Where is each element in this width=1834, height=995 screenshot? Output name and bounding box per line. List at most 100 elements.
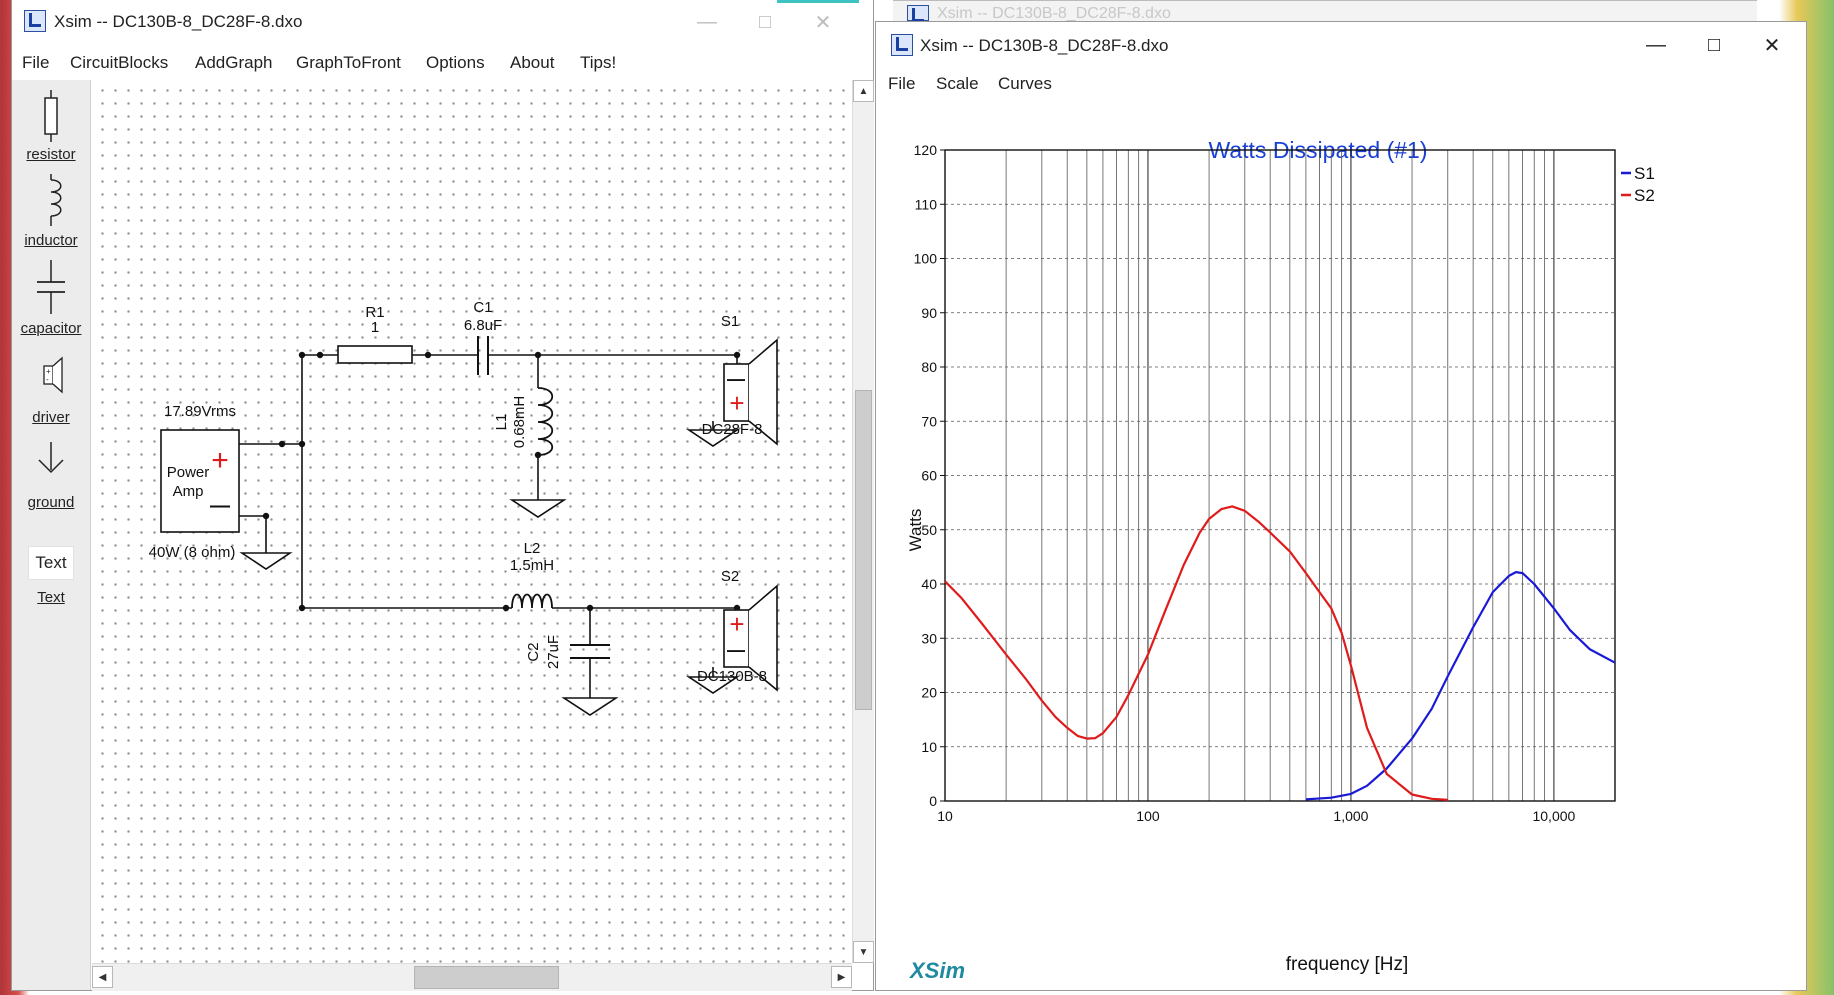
graph-menubar: File Scale Curves	[876, 68, 1806, 98]
amp-plus: +	[211, 444, 229, 477]
l1-inductor	[537, 387, 554, 456]
menu-circuitblocks[interactable]: CircuitBlocks	[70, 53, 169, 72]
close-icon[interactable]: ✕	[814, 11, 832, 34]
scroll-up-icon[interactable]: ▲	[853, 80, 874, 102]
svg-text:+: +	[46, 367, 51, 376]
menu-addgraph[interactable]: AddGraph	[195, 53, 273, 72]
s1-driver: DC28F-8	[702, 421, 763, 438]
x-tick-label: 1,000	[1333, 808, 1368, 824]
series-lines	[944, 505, 1616, 801]
amp-voltage: 17.89Vrms	[164, 403, 236, 420]
graph-window-title: Xsim -- DC130B-8_DC28F-8.dxo	[920, 36, 1169, 55]
graph-menu-curves[interactable]: Curves	[998, 74, 1052, 93]
menu-options[interactable]: Options	[426, 53, 485, 72]
ground-icon	[38, 442, 64, 474]
x-tick-label: 100	[1136, 808, 1160, 824]
y-tick-label: 100	[914, 251, 938, 267]
menu-graphtofront[interactable]: GraphToFront	[296, 53, 401, 72]
c2-value: 27uF	[545, 635, 562, 669]
graph-minimize-icon[interactable]: —	[1646, 33, 1666, 56]
tool-inductor[interactable]	[12, 174, 90, 233]
tool-resistor[interactable]	[12, 88, 90, 149]
graph-maximize-icon[interactable]: □	[1707, 33, 1721, 56]
scroll-left-icon[interactable]: ◀	[92, 966, 113, 988]
c1-name: C1	[473, 299, 492, 316]
watts-dissipated-chart: Watts Dissipated (#1) 010203040506070809…	[906, 137, 1655, 983]
schematic-canvas[interactable]: R1 1 C1 6.8uF L1 0.68mH — + S1 DC28F-8 +…	[92, 80, 852, 963]
tool-ground[interactable]	[12, 440, 90, 487]
schematic-horizontal-scrollbar[interactable]: ◀ ▶	[92, 963, 852, 991]
amp-label-2: Amp	[173, 483, 204, 500]
s1-minus: —	[727, 369, 745, 389]
y-tick-label: 110	[915, 196, 938, 212]
amp-label-1: Power	[167, 464, 210, 481]
x-tick-label: 10	[937, 808, 953, 824]
background-graph-window[interactable]: Xsim -- DC130B-8_DC28F-8.dxo	[893, 0, 1757, 23]
graph-titlebar[interactable]: Xsim -- DC130B-8_DC28F-8.dxo — □ ✕	[876, 22, 1806, 66]
schematic-titlebar[interactable]: Xsim -- DC130B-8_DC28F-8.dxo — □ ✕	[12, 0, 873, 44]
xsim-app-icon-back	[907, 5, 929, 22]
text-tool-button[interactable]: Text	[28, 546, 74, 580]
graph-window: Xsim -- DC130B-8_DC28F-8.dxo — □ ✕ File …	[876, 22, 1806, 990]
schematic-menubar: File CircuitBlocks AddGraph GraphToFront…	[12, 47, 873, 77]
graph-close-icon[interactable]: ✕	[1763, 34, 1781, 57]
tool-resistor-label[interactable]: resistor	[26, 146, 76, 163]
y-tick-label: 90	[921, 305, 937, 321]
x-tick-label: 10,000	[1532, 808, 1575, 824]
l2-value: 1.5mH	[510, 557, 554, 574]
series-line-s2	[944, 505, 1448, 801]
graph-menu-file[interactable]: File	[888, 74, 916, 93]
s1-speaker-cone	[748, 338, 778, 446]
s2-ground-symbol	[686, 676, 740, 694]
tool-ground-label[interactable]: ground	[27, 494, 75, 511]
tool-capacitor-label[interactable]: capacitor	[20, 320, 82, 337]
schematic-window: Xsim -- DC130B-8_DC28F-8.dxo — □ ✕ File …	[12, 0, 874, 991]
menu-tips[interactable]: Tips!	[580, 53, 617, 72]
c2-name: C2	[525, 642, 542, 661]
tool-driver-label[interactable]: driver	[32, 409, 70, 426]
background-window-title: Xsim -- DC130B-8_DC28F-8.dxo	[937, 5, 1171, 22]
c2-ground-symbol	[561, 697, 619, 716]
scroll-right-icon[interactable]: ▶	[831, 966, 852, 988]
l2-inductor	[511, 593, 553, 609]
xsim-graph-app-icon	[891, 34, 913, 56]
xsim-app-icon	[24, 10, 46, 32]
r1-name: R1	[365, 304, 384, 321]
l1-name: L1	[493, 414, 510, 431]
schematic-vertical-scrollbar[interactable]: ▲ ▼	[852, 80, 874, 963]
window-edge-accent	[777, 0, 859, 3]
scroll-down-icon[interactable]: ▼	[853, 941, 874, 963]
y-tick-label: 50	[921, 522, 937, 538]
s2-driver: DC130B-8	[697, 668, 767, 685]
tool-capacitor[interactable]	[12, 260, 90, 321]
s1-speaker-box	[723, 363, 750, 422]
horizontal-scroll-thumb[interactable]	[414, 966, 559, 989]
inductor-icon	[50, 174, 62, 226]
y-axis-label: Watts	[906, 509, 925, 552]
minimize-icon[interactable]: —	[697, 10, 717, 33]
s2-name: S2	[721, 568, 739, 585]
schematic-window-title: Xsim -- DC130B-8_DC28F-8.dxo	[54, 12, 303, 31]
l1-ground-symbol	[509, 499, 567, 518]
s2-plus: +	[729, 609, 744, 639]
component-palette: resistor inductor capacitor + -	[12, 80, 91, 990]
menu-file[interactable]: File	[22, 53, 50, 72]
tool-driver[interactable]: + -	[12, 354, 90, 403]
y-tick-label: 80	[921, 359, 937, 375]
y-tick-label: 0	[929, 793, 937, 809]
r1-value: 1	[371, 319, 379, 336]
driver-icon: + -	[43, 356, 63, 394]
s1-ground-symbol	[686, 429, 740, 447]
graph-menu-scale[interactable]: Scale	[936, 74, 979, 93]
maximize-icon[interactable]: □	[758, 10, 772, 33]
menu-about[interactable]: About	[510, 53, 555, 72]
schematic-drawing: R1 1 C1 6.8uF L1 0.68mH — + S1 DC28F-8 +…	[149, 299, 778, 716]
y-tick-label: 40	[921, 576, 937, 592]
tool-text-label[interactable]: Text	[37, 589, 65, 606]
y-tick-label: 20	[921, 685, 937, 701]
tool-inductor-label[interactable]: inductor	[24, 232, 78, 249]
vertical-scroll-thumb[interactable]	[855, 390, 872, 710]
